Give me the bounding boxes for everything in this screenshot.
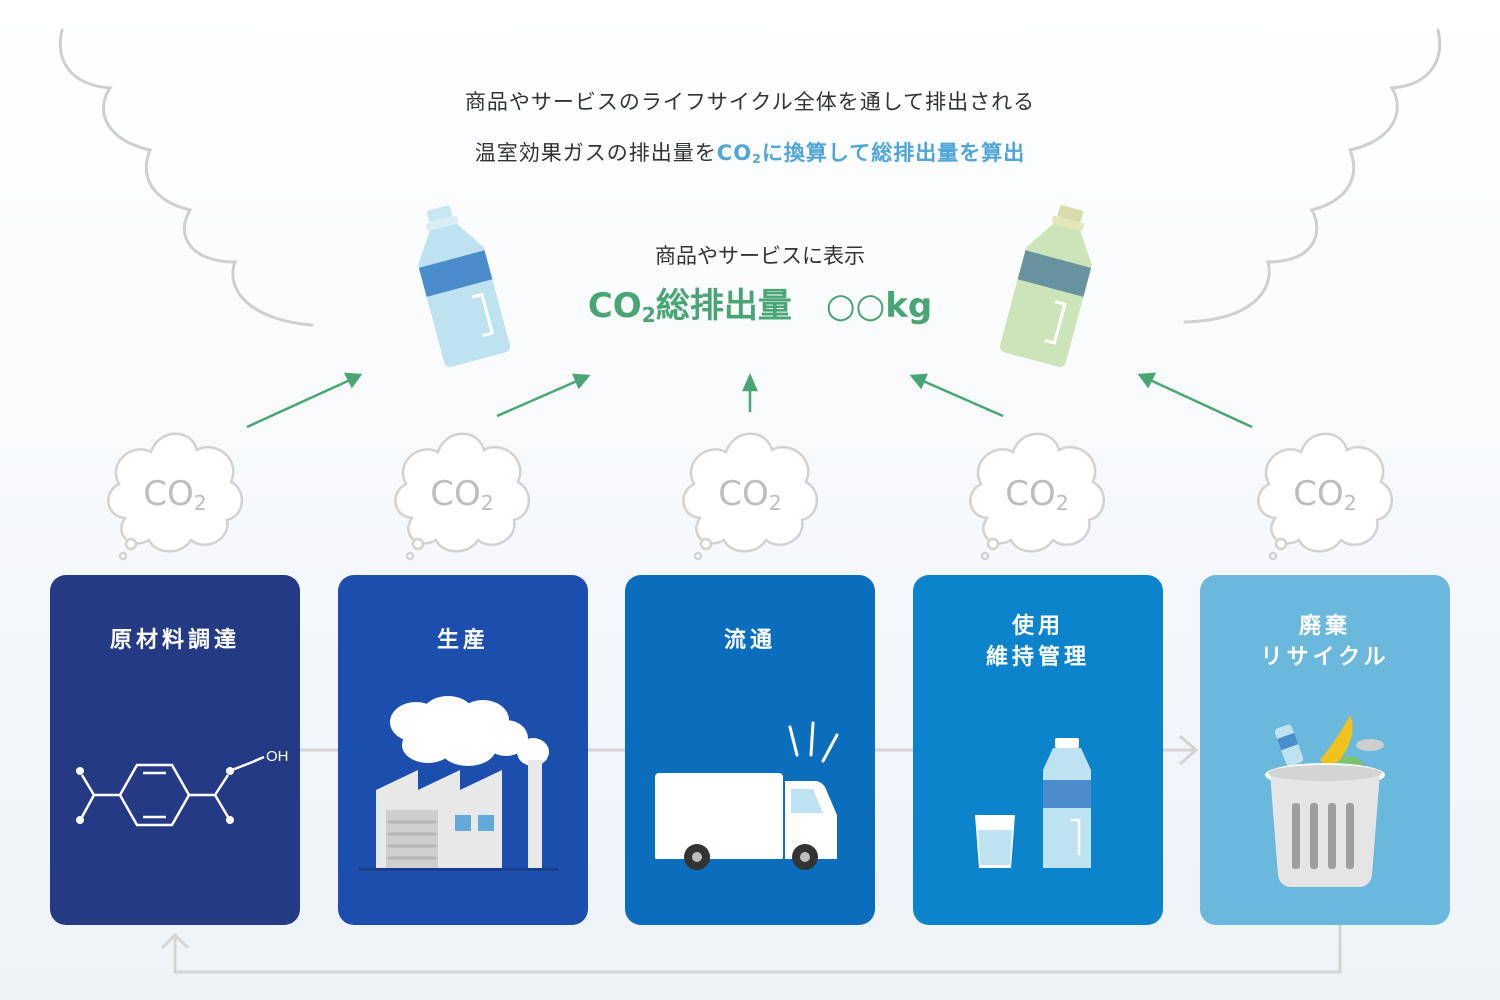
truck-icon (645, 721, 845, 870)
flow-arrows (246, 372, 1253, 429)
co2-bubble-label: CO2 (430, 474, 494, 516)
stage-card-raw-materials: 原材料調達 OH (50, 575, 300, 925)
recycle-loop-arrow (160, 925, 1342, 974)
arrow-4 (922, 379, 1004, 418)
stage-title: 使用 (1011, 614, 1064, 639)
molecule-icon: OH (76, 748, 289, 827)
header-line-2: 温室効果ガスの排出量をCO2に換算して総排出量を算出 (0, 137, 1500, 167)
co2-bubble-label: CO2 (1293, 474, 1357, 516)
product-label-total: CO2総排出量 ○○kg (587, 286, 933, 328)
co2-bubble-shapes (107, 432, 1393, 561)
stage-title: 流通 (723, 628, 776, 653)
product-label-caption: 商品やサービスに表示 (655, 244, 865, 268)
big-cloud-outline (58, 28, 1442, 327)
stage-title-second-line: 維持管理 (985, 645, 1090, 670)
stage-title-second-line: リサイクル (1260, 645, 1390, 670)
arrow-2 (496, 379, 578, 418)
factory-icon (358, 696, 558, 871)
stage-title: 原材料調達 (109, 628, 240, 653)
stage-card-production: 生産 (338, 575, 588, 925)
stage-card-use-maintenance: 使用 維持管理 (913, 575, 1163, 925)
stage-card-distribution: 流通 (625, 575, 875, 925)
molecule-oh-label: OH (266, 748, 289, 765)
arrow-5 (1149, 378, 1253, 429)
arrow-1 (246, 378, 351, 429)
header-line-2-plain: 温室効果ガスの排出量を (474, 141, 717, 165)
bottle-blue-icon (418, 205, 511, 367)
stage-card-disposal-recycling: 廃棄 リサイクル (1200, 575, 1450, 925)
bottle-green-icon (999, 205, 1092, 367)
header-line-1: 商品やサービスのライフサイクル全体を通して排出される (464, 90, 1036, 114)
stage-title: 廃棄 (1298, 614, 1351, 639)
co2-bubble-label: CO2 (1005, 474, 1069, 516)
header-line-2-highlight: CO2に換算して総排出量を算出 (716, 141, 1026, 167)
water-bottle-and-glass-icon (975, 738, 1091, 868)
stage-title: 生産 (436, 628, 489, 653)
trash-can-icon (1265, 715, 1385, 887)
co2-bubble-label: CO2 (718, 474, 782, 516)
co2-bubble-label: CO2 (143, 474, 207, 516)
